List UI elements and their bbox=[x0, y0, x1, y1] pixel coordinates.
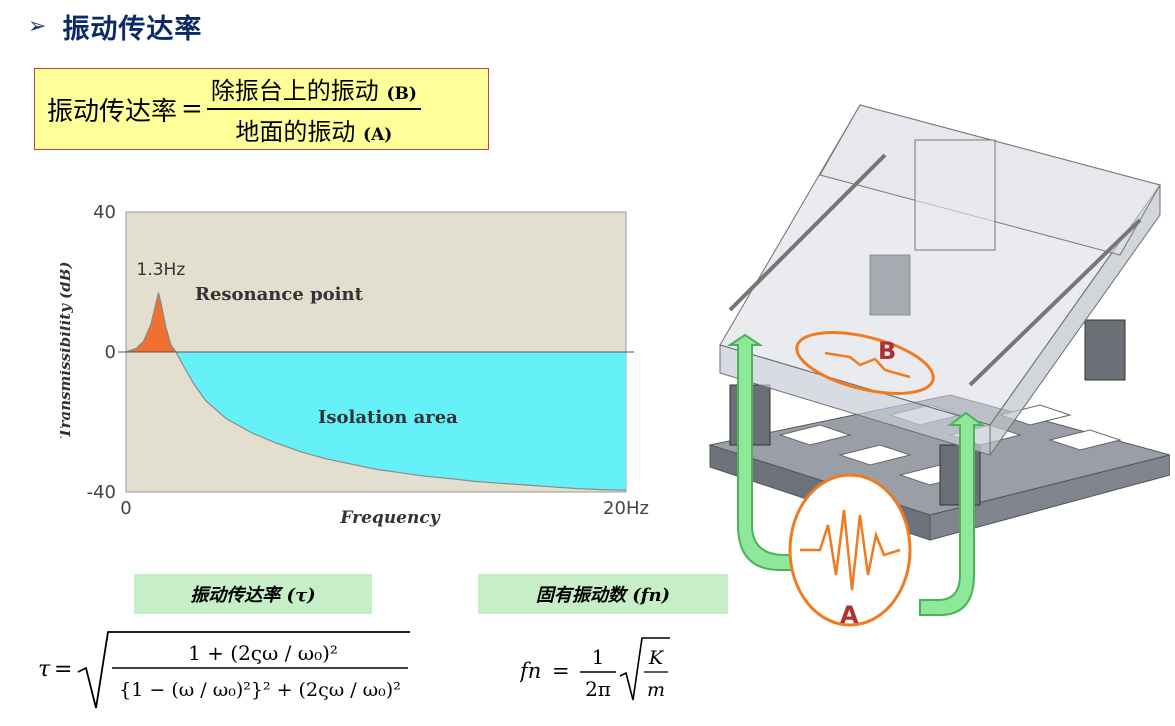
fn-symbol: fn bbox=[520, 659, 541, 683]
label-b: B bbox=[878, 337, 896, 365]
ground-vibration-signal bbox=[800, 509, 901, 591]
title-row: ➢ 振动传达率 bbox=[28, 4, 202, 48]
definition-numerator-text: 除振台上的振动 bbox=[210, 77, 379, 105]
center-module bbox=[914, 139, 996, 251]
tau-equals: = bbox=[54, 657, 72, 682]
peak-frequency-annotation: 1.3Hz bbox=[137, 260, 186, 280]
left-rail bbox=[728, 153, 887, 312]
definition-denominator: 地面的振动 (A) bbox=[231, 112, 396, 147]
y-tick-label: 40 bbox=[93, 202, 116, 223]
fn-numerator: 1 bbox=[592, 645, 605, 669]
tau-formula: τ = 1 + (2ςω / ω₀)² {1 − (ω / ω₀)²}² + (… bbox=[38, 631, 410, 709]
right-rail bbox=[968, 218, 1142, 387]
tau-label: 振动传达率 (τ) bbox=[134, 574, 372, 614]
definition-fraction: 除振台上的振动 (B) 地面的振动 (A) bbox=[206, 71, 421, 147]
fn-sqrt-sign bbox=[619, 637, 670, 701]
page-title: 振动传达率 bbox=[62, 13, 203, 45]
definition-numerator-tag: (B) bbox=[386, 84, 417, 104]
definition-formula-box: 振动传达率 = 除振台上的振动 (B) 地面的振动 (A) bbox=[34, 68, 489, 150]
resonance-point-annotation: Resonance point bbox=[195, 284, 364, 305]
isolation-area-annotation: Isolation area bbox=[318, 407, 458, 428]
fn-m: m bbox=[647, 679, 665, 701]
x-tick-label: 20Hz bbox=[603, 498, 649, 519]
bullet-arrow-icon: ➢ bbox=[28, 13, 47, 39]
x-tick-label: 0 bbox=[120, 498, 131, 519]
transmissibility-chart: 40 0 -40 0 20Hz Frequency Transmissibili… bbox=[60, 202, 649, 528]
transmissibility-curve bbox=[125, 292, 627, 491]
label-a: A bbox=[840, 601, 859, 629]
fn-denominator: 2π bbox=[585, 677, 611, 701]
x-axis-label: Frequency bbox=[339, 508, 440, 528]
fn-formula: fn = 1 2π K m bbox=[520, 637, 670, 701]
y-axis-label: Transmissibility (dB) bbox=[60, 261, 74, 438]
tau-symbol: τ bbox=[38, 657, 51, 682]
definition-equals: = bbox=[181, 94, 203, 124]
definition-denominator-tag: (A) bbox=[363, 125, 393, 145]
ground-vibration-ellipse bbox=[788, 473, 912, 627]
ground-vibration-arrow-right bbox=[919, 411, 985, 616]
table-vibration-ellipse bbox=[795, 331, 935, 395]
definition-numerator: 除振台上的振动 (B) bbox=[207, 71, 421, 106]
tau-numerator: 1 + (2ςω / ω₀)² bbox=[188, 641, 338, 665]
definition-denominator-text: 地面的振动 bbox=[235, 118, 356, 146]
sqrt-sign bbox=[77, 631, 410, 709]
vibration-isolation-table-diagram: B A bbox=[708, 104, 1170, 629]
resonance-area-fill bbox=[126, 292, 176, 352]
fn-k: K bbox=[648, 647, 665, 669]
isolation-area-fill bbox=[126, 352, 626, 491]
definition-lhs: 振动传达率 bbox=[47, 96, 178, 127]
table-vibration-signal bbox=[824, 351, 911, 379]
tau-denominator: {1 − (ω / ω₀)²}² + (2ςω / ω₀)² bbox=[119, 679, 401, 701]
fn-equals: = bbox=[552, 659, 570, 683]
fraction-bar bbox=[206, 108, 421, 110]
base-frame-front bbox=[929, 454, 1170, 541]
y-tick-label: -40 bbox=[87, 482, 116, 503]
y-tick-label: 0 bbox=[105, 342, 116, 363]
fn-label: 固有振动数 (fn) bbox=[478, 574, 728, 614]
